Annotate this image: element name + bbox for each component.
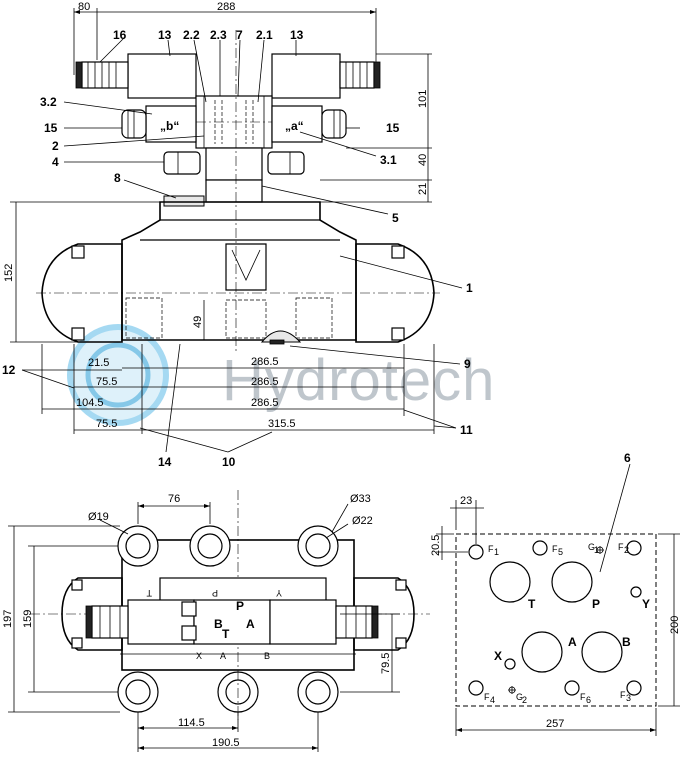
pattern-port-T: T (528, 597, 536, 611)
dim-75-5-b: 75.5 (96, 418, 117, 430)
callout-3-2: 3.2 (40, 95, 57, 109)
callout-13-right: 13 (290, 28, 304, 42)
callout-2-2: 2.2 (183, 28, 200, 42)
pattern-F5-sub: 5 (558, 547, 563, 557)
dim-dia-19: Ø19 (88, 511, 109, 523)
pattern-F4: F (484, 692, 490, 702)
pattern-F5: F (552, 544, 558, 554)
dim-40: 40 (417, 154, 429, 166)
plan-port-Y-inv: Y (276, 588, 282, 598)
dim-159: 159 (22, 610, 34, 628)
dim-80: 80 (78, 1, 90, 13)
callout-15-left: 15 (44, 121, 58, 135)
plan-port-B2: B (264, 651, 270, 661)
dim-200: 200 (669, 616, 681, 634)
plan-port-X: X (196, 651, 202, 661)
plan-port-A: A (246, 617, 255, 631)
pattern-port-X: X (494, 649, 502, 663)
plan-port-T: T (222, 627, 230, 641)
callout-8: 8 (114, 171, 121, 185)
callout-15-right: 15 (386, 121, 400, 135)
pattern-F6-sub: 6 (586, 695, 591, 705)
plan-port-P-inv: P (212, 588, 218, 598)
dim-49: 49 (192, 316, 204, 328)
pattern-G1-sub: 1 (594, 545, 599, 555)
side-elevation-view: 80 288 „b“ „a“ (2, 1, 473, 469)
dim-286-5-b: 286.5 (251, 376, 279, 388)
pattern-F4-sub: 4 (490, 695, 495, 705)
dim-21-5: 21.5 (88, 357, 109, 369)
dim-20-5: 20.5 (430, 535, 442, 556)
plan-port-T-inv: T (146, 588, 152, 598)
callout-16: 16 (113, 28, 127, 42)
callout-5: 5 (392, 211, 399, 225)
watermark-text: Hydrotech (222, 348, 495, 413)
solenoid-a-label: „a“ (285, 119, 304, 133)
callout-2-1: 2.1 (256, 28, 273, 42)
plan-port-P: P (236, 599, 244, 613)
plan-view: P B T A X A B T P Y 76 Ø19 Ø33 Ø22 197 1… (2, 490, 430, 752)
pattern-port-Y: Y (642, 597, 650, 611)
dim-197: 197 (2, 610, 14, 628)
port-pattern-view: T P Y X A B F 1 F 5 G 1 F 2 F 4 G 2 F 6 … (430, 451, 681, 736)
dim-dia-22: Ø22 (352, 515, 373, 527)
dim-79-5: 79.5 (380, 653, 392, 674)
dim-dia-33: Ø33 (350, 493, 371, 505)
pattern-F2: F (618, 542, 624, 552)
callout-3-1: 3.1 (380, 153, 397, 167)
pattern-G2-sub: 2 (522, 695, 527, 705)
pattern-F6: F (580, 692, 586, 702)
callout-12: 12 (2, 363, 16, 377)
callout-6: 6 (624, 451, 631, 465)
dim-114-5: 114.5 (178, 717, 205, 729)
dim-286-5-a: 286.5 (251, 356, 279, 368)
pattern-G1: G (588, 542, 595, 552)
solenoid-b-label: „b“ (160, 119, 179, 133)
callout-11: 11 (460, 423, 473, 437)
callout-4: 4 (52, 155, 59, 169)
dim-23: 23 (460, 495, 472, 507)
pattern-F3-sub: 3 (626, 693, 631, 703)
dim-152: 152 (3, 264, 15, 282)
dim-257: 257 (546, 718, 564, 730)
dim-21: 21 (417, 183, 429, 195)
plan-port-B: B (214, 617, 223, 631)
callout-10: 10 (222, 455, 236, 469)
callout-7: 7 (236, 28, 243, 42)
pattern-F2-sub: 2 (624, 545, 629, 555)
pattern-F1-sub: 1 (494, 547, 499, 557)
callout-1: 1 (466, 281, 473, 295)
callout-2: 2 (52, 139, 59, 153)
callout-2-3: 2.3 (210, 28, 227, 42)
pattern-F1: F (488, 544, 494, 554)
pattern-port-B: B (622, 635, 631, 649)
dim-288: 288 (217, 1, 235, 13)
dim-286-5-c: 286.5 (251, 397, 279, 409)
plan-port-A2: A (220, 651, 226, 661)
callout-13-left: 13 (158, 28, 172, 42)
dim-75-5-a: 75.5 (96, 376, 117, 388)
dim-101: 101 (417, 90, 429, 108)
pattern-port-A: A (568, 635, 577, 649)
dim-76: 76 (168, 493, 180, 505)
pattern-F3: F (620, 690, 626, 700)
pattern-G2: G (516, 692, 523, 702)
callout-14: 14 (158, 455, 172, 469)
callout-9: 9 (464, 357, 471, 371)
dim-315-5: 315.5 (268, 418, 296, 430)
dim-104-5: 104.5 (76, 397, 104, 409)
dim-190-5: 190.5 (212, 737, 240, 749)
pattern-port-P: P (592, 597, 600, 611)
